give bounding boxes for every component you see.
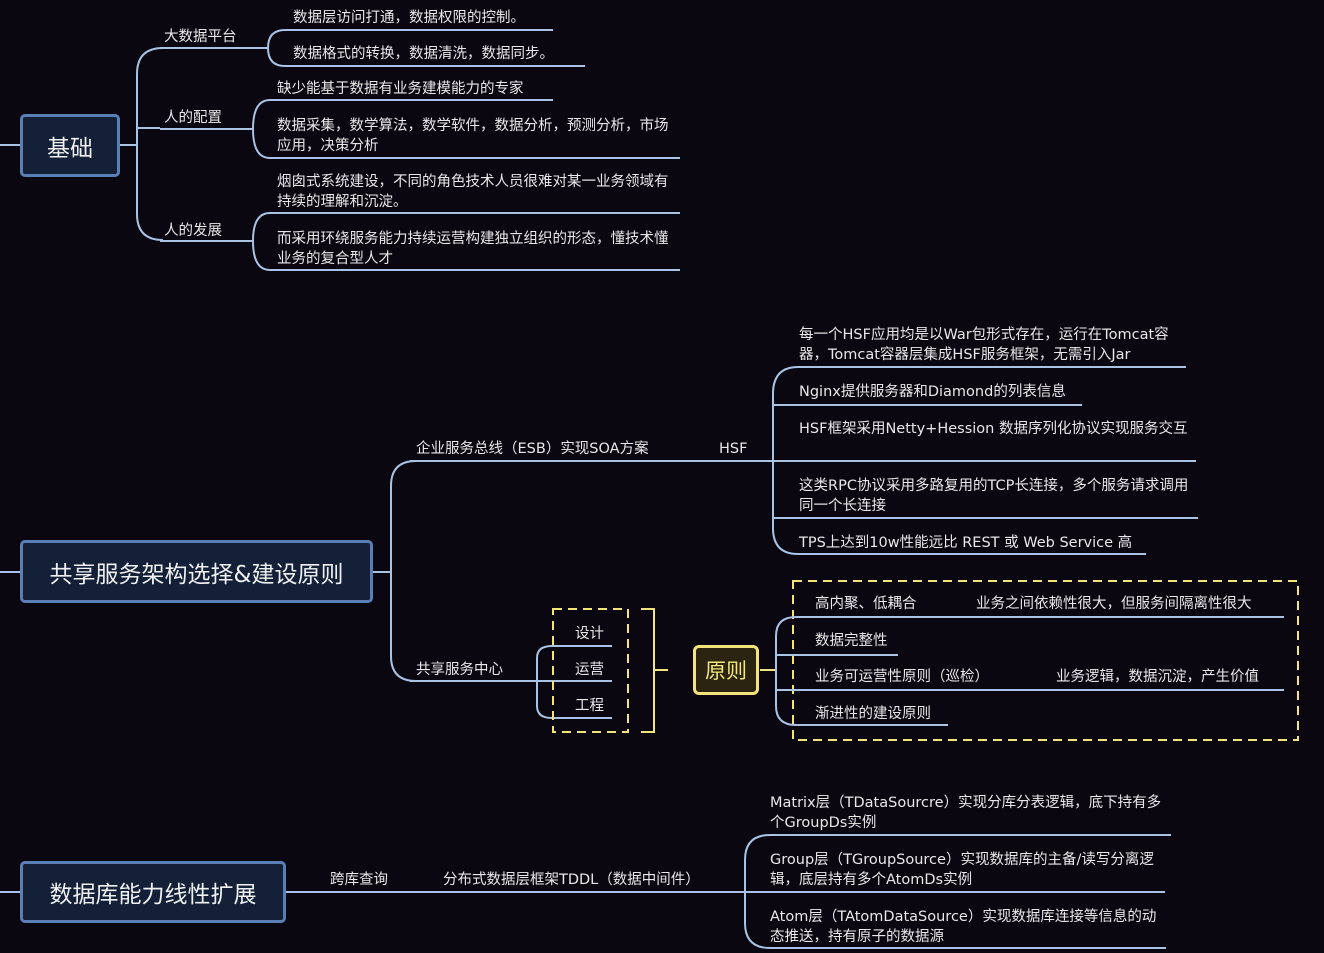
hsf-item[interactable]: Nginx提供服务器和Diamond的列表信息 <box>799 384 1066 400</box>
principle-item[interactable]: 业务可运营性原则（巡检） <box>815 669 989 685</box>
tddl-item[interactable]: Matrix层（TDataSourcre）实现分库分表逻辑，底下持有多个Grou… <box>770 795 1162 831</box>
service-center-node[interactable]: 共享服务中心 <box>416 662 503 678</box>
growth-item[interactable]: 烟囱式系统建设，不同的角色技术人员很难对某一业务领域有持续的理解和沉淀。 <box>277 174 669 210</box>
hsf-node[interactable]: HSF <box>719 441 748 457</box>
staffing-item[interactable]: 数据采集，数学算法，数学软件，数据分析，预测分析，市场应用，决策分析 <box>277 118 669 154</box>
design-node[interactable]: 设计 <box>575 626 604 642</box>
big-data-item[interactable]: 数据格式的转换，数据清洗，数据同步。 <box>293 46 554 62</box>
hsf-item[interactable]: TPS上达到10w性能远比 REST 或 Web Service 高 <box>799 535 1133 551</box>
operation-node[interactable]: 运营 <box>575 662 604 678</box>
hsf-item[interactable]: HSF框架采用Netty+Hession 数据序列化协议实现服务交互 <box>799 421 1188 437</box>
foundation-title: 基础 <box>47 135 93 162</box>
cross-db-query-node[interactable]: 跨库查询 <box>330 872 388 888</box>
engineering-node[interactable]: 工程 <box>575 698 604 714</box>
staffing-node[interactable]: 人的配置 <box>164 110 222 126</box>
shared-services-node[interactable]: 共享服务架构选择&建设原则 <box>20 540 373 603</box>
tddl-node[interactable]: 分布式数据层框架TDDL（数据中间件） <box>443 872 700 888</box>
principle-item[interactable]: 高内聚、低耦合 <box>815 596 917 612</box>
principle-node[interactable]: 原则 <box>693 645 759 695</box>
big-data-item[interactable]: 数据层访问打通，数据权限的控制。 <box>293 10 525 26</box>
growth-node[interactable]: 人的发展 <box>164 223 222 239</box>
shared-services-title: 共享服务架构选择&建设原则 <box>49 561 344 588</box>
hsf-item[interactable]: 每一个HSF应用均是以War包形式存在，运行在Tomcat容器，Tomcat容器… <box>799 327 1169 363</box>
principle-detail[interactable]: 业务逻辑，数据沉淀，产生价值 <box>1056 669 1259 685</box>
esb-node[interactable]: 企业服务总线（ESB）实现SOA方案 <box>416 441 649 457</box>
database-node[interactable]: 数据库能力线性扩展 <box>20 861 286 923</box>
tddl-item[interactable]: Atom层（TAtomDataSource）实现数据库连接等信息的动态推送，持有… <box>770 909 1157 945</box>
tddl-item[interactable]: Group层（TGroupSource）实现数据库的主备/读写分离逻辑，底层持有… <box>770 852 1154 888</box>
principle-item[interactable]: 渐进性的建设原则 <box>815 706 931 722</box>
big-data-node[interactable]: 大数据平台 <box>164 29 237 45</box>
staffing-item[interactable]: 缺少能基于数据有业务建模能力的专家 <box>277 81 524 97</box>
principle-detail[interactable]: 业务之间依赖性很大，但服务间隔离性很大 <box>976 596 1252 612</box>
hsf-item[interactable]: 这类RPC协议采用多路复用的TCP长连接，多个服务请求调用同一个长连接 <box>799 478 1189 514</box>
foundation-node[interactable]: 基础 <box>20 114 120 177</box>
principle-item[interactable]: 数据完整性 <box>815 633 888 649</box>
database-title: 数据库能力线性扩展 <box>49 882 257 908</box>
growth-item[interactable]: 而采用环绕服务能力持续运营构建独立组织的形态，懂技术懂业务的复合型人才 <box>277 231 669 267</box>
principle-title: 原则 <box>705 659 747 683</box>
